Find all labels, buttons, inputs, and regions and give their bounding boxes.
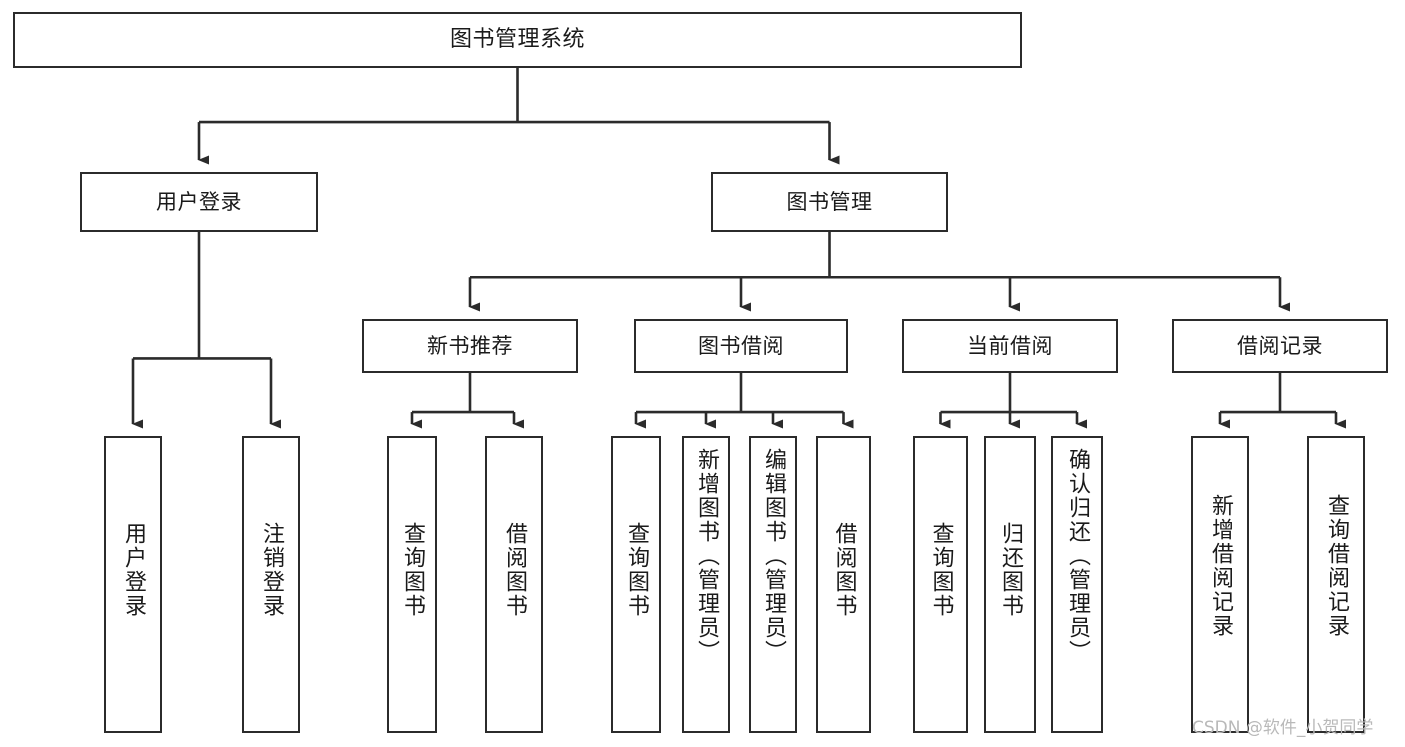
node-label: 图书管理	[786, 189, 873, 214]
node-label: 新书推荐	[427, 333, 513, 358]
node-label: 用户登录	[156, 189, 242, 214]
node-leaf-user-logout[interactable]: 注销登录	[242, 436, 300, 733]
edge-bus-l3-borrow	[636, 373, 844, 414]
node-label: 查询图书	[400, 522, 425, 618]
node-leaf-bk-query[interactable]: 查询图书	[611, 436, 661, 733]
node-label: 查询图书	[624, 522, 649, 618]
node-leaf-bk-add[interactable]: 新增图书（管理员）	[682, 436, 730, 733]
node-label: 查询图书	[928, 522, 954, 618]
node-label: 借阅记录	[1237, 333, 1323, 358]
node-leaf-cur-query[interactable]: 查询图书	[913, 436, 968, 733]
node-l3-current[interactable]: 当前借阅	[902, 319, 1118, 373]
node-leaf-nb-borrow[interactable]: 借阅图书	[485, 436, 543, 733]
node-leaf-cur-return[interactable]: 归还图书	[984, 436, 1036, 733]
node-label: 当前借阅	[967, 333, 1053, 358]
edge-bus-l2-login	[133, 232, 271, 360]
node-leaf-rec-add[interactable]: 新增借阅记录	[1191, 436, 1249, 733]
edge-bus-l3-newbook	[412, 373, 514, 414]
node-label: 确认归还（管理员）	[1065, 448, 1090, 664]
node-l3-newbook[interactable]: 新书推荐	[362, 319, 578, 373]
edge-bus-l3-record	[1220, 373, 1336, 414]
node-leaf-rec-query[interactable]: 查询借阅记录	[1307, 436, 1365, 733]
node-l2-login[interactable]: 用户登录	[80, 172, 318, 232]
node-label: 查询借阅记录	[1324, 494, 1349, 638]
node-label: 借阅图书	[831, 522, 857, 618]
edge-bus-l3-current	[940, 373, 1077, 414]
node-label: 新增图书（管理员）	[694, 448, 719, 664]
node-leaf-bk-borrow[interactable]: 借阅图书	[816, 436, 871, 733]
node-root[interactable]: 图书管理系统	[13, 12, 1022, 68]
node-l3-borrow[interactable]: 图书借阅	[634, 319, 848, 373]
node-label: 归还图书	[998, 522, 1023, 618]
node-l2-manage[interactable]: 图书管理	[711, 172, 948, 232]
edge-bus-l2-manage	[470, 232, 1280, 279]
node-leaf-nb-query[interactable]: 查询图书	[387, 436, 437, 733]
edge-bus-root	[199, 68, 830, 124]
node-label: 注销登录	[259, 522, 284, 618]
node-leaf-user-login[interactable]: 用户登录	[104, 436, 162, 733]
watermark-label: CSDN @软件_小贺同学	[1192, 718, 1374, 738]
node-label: 用户登录	[121, 522, 146, 618]
node-label: 编辑图书（管理员）	[761, 448, 786, 664]
node-label: 借阅图书	[502, 522, 527, 618]
node-leaf-cur-confirm[interactable]: 确认归还（管理员）	[1051, 436, 1103, 733]
node-label: 新增借阅记录	[1208, 494, 1233, 638]
node-label: 图书管理系统	[449, 27, 585, 53]
node-l3-record[interactable]: 借阅记录	[1172, 319, 1388, 373]
node-leaf-bk-edit[interactable]: 编辑图书（管理员）	[749, 436, 797, 733]
node-label: 图书借阅	[698, 333, 784, 358]
